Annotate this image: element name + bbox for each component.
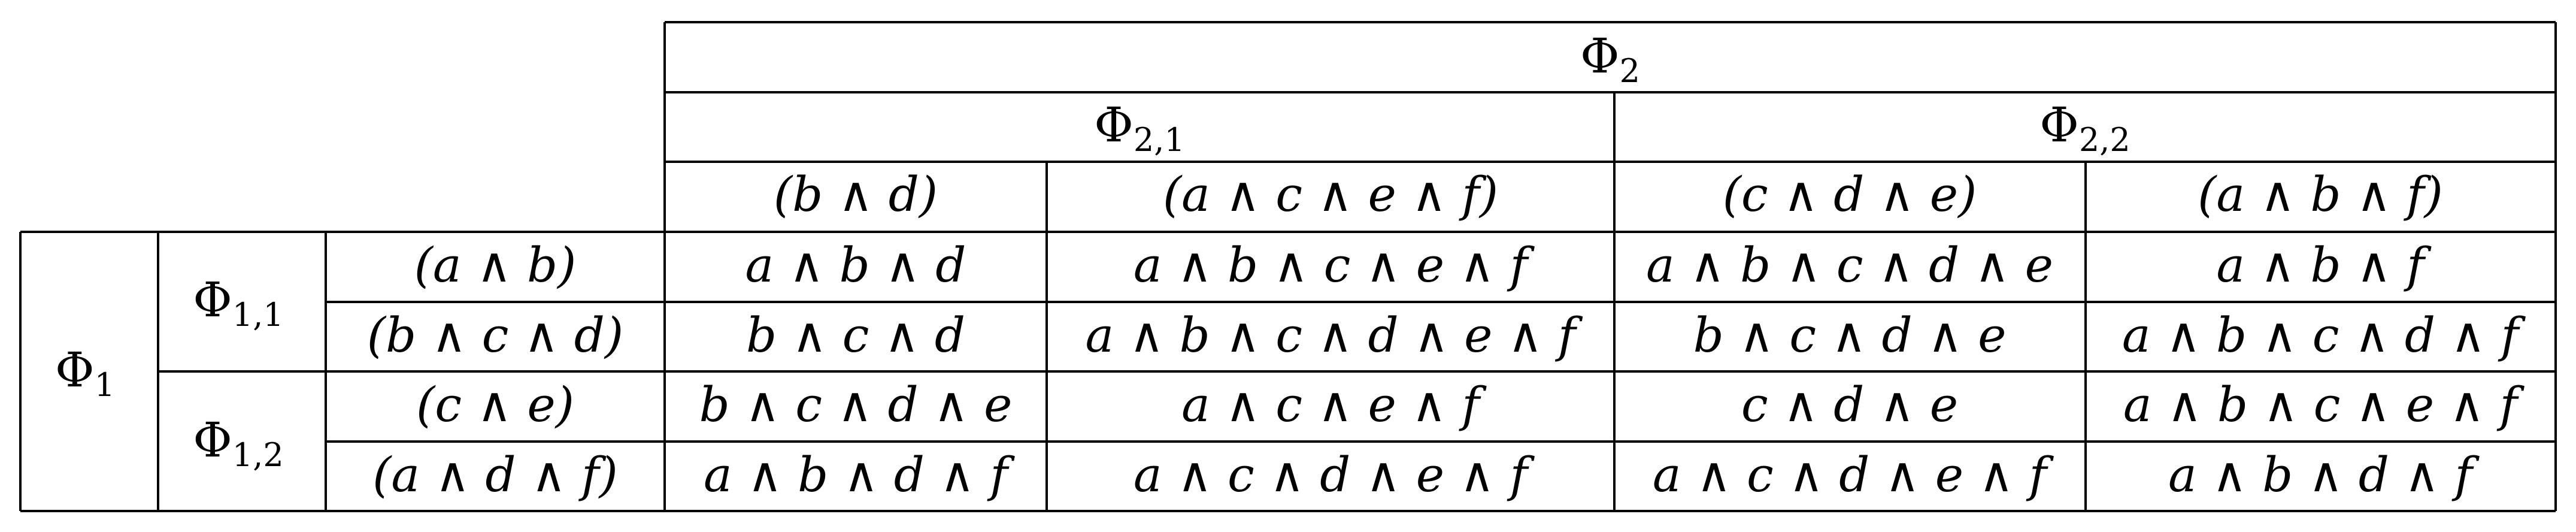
table-cell: b ∧ c ∧ d <box>746 307 965 363</box>
col-header-2: (a ∧ c ∧ e ∧ f) <box>1163 167 1498 222</box>
row-subgroup-header-2: Φ1,2 <box>193 412 283 474</box>
row-group-header: Φ1 <box>55 342 115 404</box>
table-cell: a ∧ b ∧ d ∧ f <box>2168 447 2480 503</box>
table-grid <box>19 21 2557 512</box>
row-header-2: (b ∧ c ∧ d) <box>367 307 623 363</box>
row-header-3: (c ∧ e) <box>416 377 574 433</box>
col-header-1: (b ∧ d) <box>774 167 938 222</box>
table-cell: a ∧ b ∧ c ∧ d ∧ f <box>2122 307 2526 363</box>
table-cell: a ∧ b ∧ c ∧ e ∧ f <box>2123 377 2525 433</box>
col-header-3: (c ∧ d ∧ e) <box>1723 167 1977 222</box>
table-cell: b ∧ c ∧ d ∧ e <box>699 377 1013 433</box>
table-cell: a ∧ b ∧ c ∧ e ∧ f <box>1134 237 1535 293</box>
table-cell: a ∧ c ∧ d ∧ e ∧ f <box>1653 447 2054 503</box>
table-cell: a ∧ b ∧ c ∧ d ∧ e <box>1646 237 2053 293</box>
row-header-1: (a ∧ b) <box>414 237 577 293</box>
col-group-header: Φ2 <box>1580 28 1640 90</box>
col-subgroup-header-1: Φ2,1 <box>1094 97 1184 159</box>
table-cell: a ∧ b ∧ f <box>2216 237 2432 293</box>
col-subgroup-header-2: Φ2,2 <box>2039 97 2130 159</box>
col-header-4: (a ∧ b ∧ f) <box>2198 167 2443 222</box>
table-cell: a ∧ b ∧ c ∧ d ∧ e ∧ f <box>1086 307 1583 363</box>
table-cell: a ∧ c ∧ e ∧ f <box>1181 377 1487 433</box>
table-cell: b ∧ c ∧ d ∧ e <box>1693 307 2007 363</box>
table-cell: c ∧ d ∧ e <box>1741 377 1958 433</box>
table-cell: a ∧ b ∧ d <box>745 237 966 293</box>
table-cell: a ∧ c ∧ d ∧ e ∧ f <box>1134 447 1535 503</box>
row-header-4: (a ∧ d ∧ f) <box>372 447 618 503</box>
row-subgroup-header-1: Φ1,1 <box>193 272 283 334</box>
table-cell: a ∧ b ∧ d ∧ f <box>704 447 1015 503</box>
